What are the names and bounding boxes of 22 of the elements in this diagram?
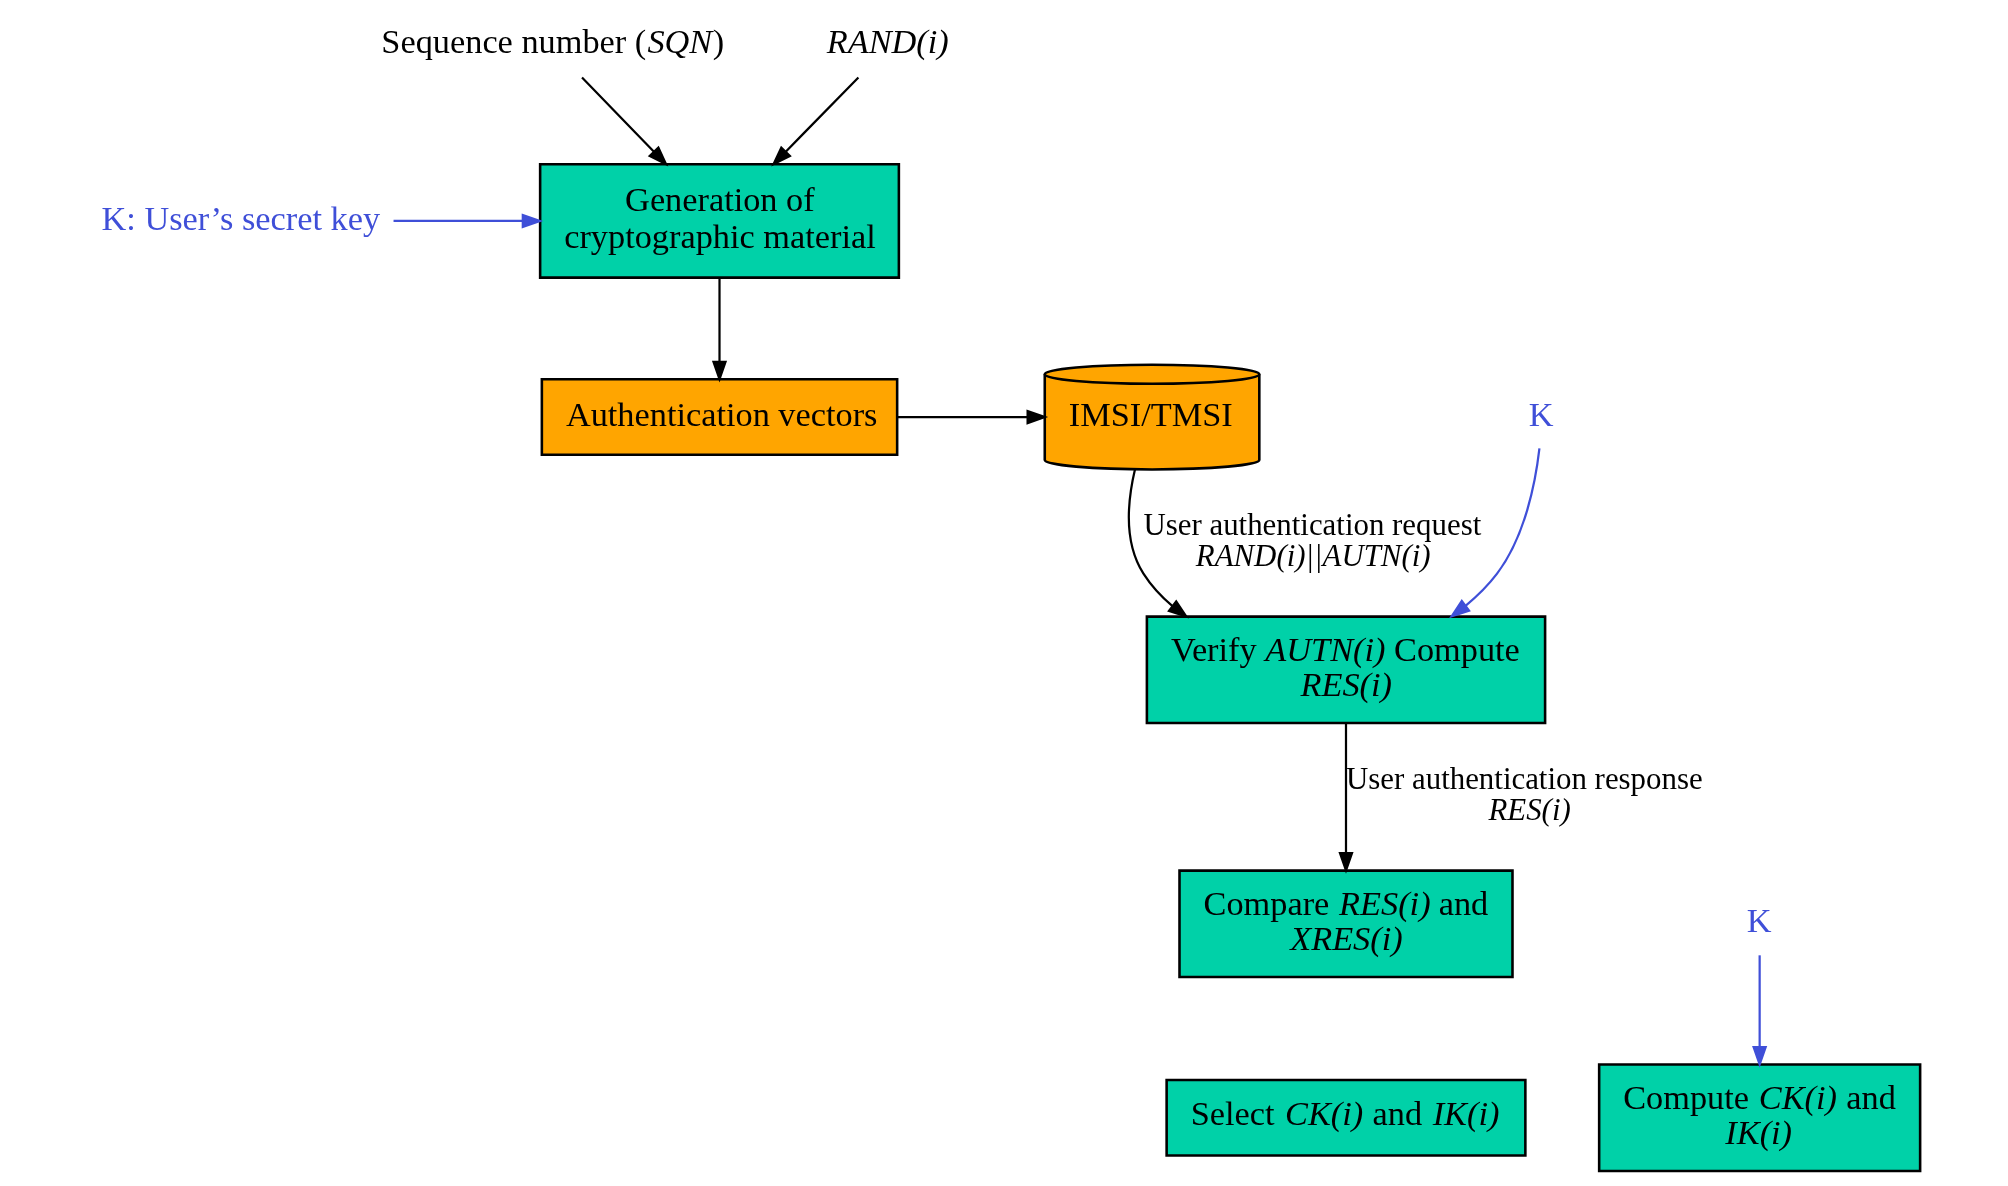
node-box: Authentication vectors xyxy=(540,378,899,457)
node-box: Compute CK(i) and IK(i) xyxy=(1597,1063,1922,1173)
node-text: Sequence number (SQN) xyxy=(381,21,725,60)
node-box: Verify AUTN(i) Compute RES(i) xyxy=(1145,615,1547,725)
node-box: Compare RES(i) and XRES(i) xyxy=(1178,869,1514,979)
arrow xyxy=(393,213,544,229)
arrow xyxy=(771,76,860,167)
arrow xyxy=(1127,469,1189,619)
node-box: Generation of cryptographic material xyxy=(538,163,901,279)
arrow xyxy=(1449,448,1541,619)
edge-label: User authentication request RAND(i)||AUTN(i) xyxy=(1143,506,1482,573)
edge-label: User authentication response RES(i) xyxy=(1345,760,1703,827)
node-box: Select CK(i) and IK(i) xyxy=(1165,1078,1527,1157)
node-text: K xyxy=(1746,901,1772,940)
arrow xyxy=(581,76,669,167)
node-text: RAND(i) xyxy=(826,21,949,60)
node-text: K xyxy=(1528,394,1554,433)
arrow xyxy=(1752,955,1768,1068)
arrow xyxy=(1338,723,1354,874)
node-text: K: User’s secret key xyxy=(101,198,381,237)
arrow xyxy=(897,409,1049,425)
arrow xyxy=(711,277,728,383)
